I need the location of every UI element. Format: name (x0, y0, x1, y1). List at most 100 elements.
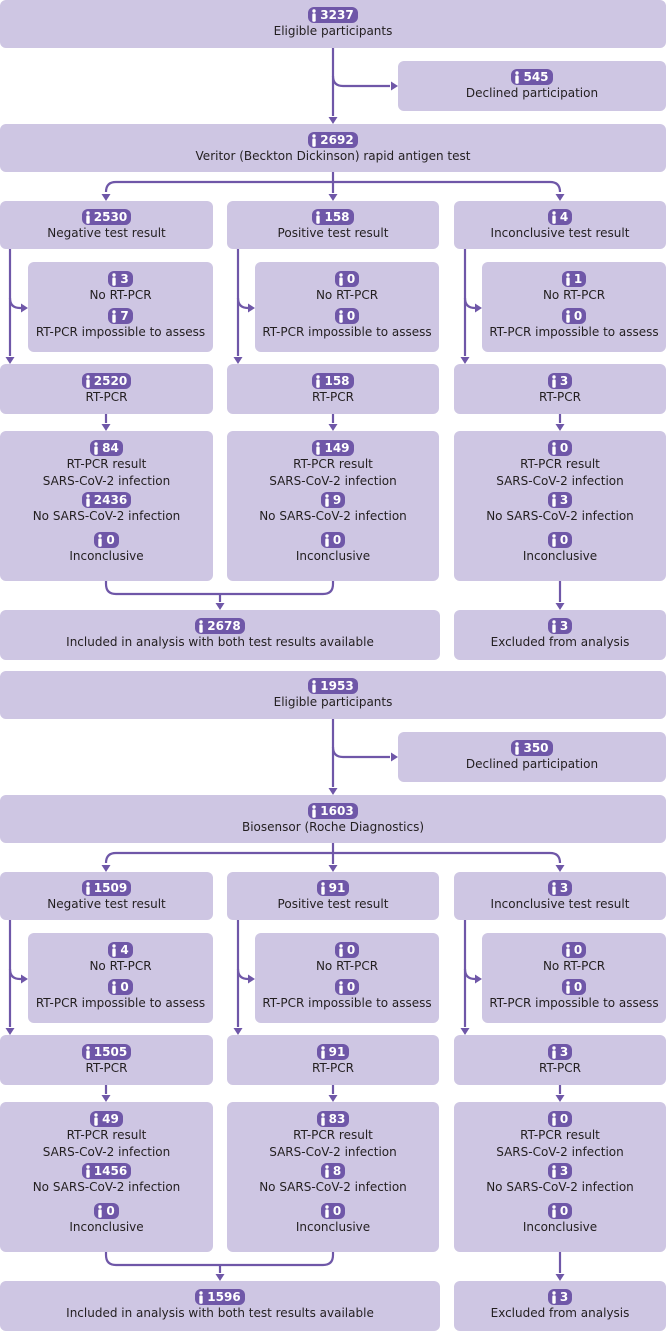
count-value: 4 (120, 943, 129, 957)
person-icon (566, 943, 570, 957)
positive-result-label: Positive test result (277, 226, 389, 240)
person-icon (552, 493, 556, 507)
count-value: 0 (346, 272, 356, 286)
rtpcr-result-label: RT-PCR result (520, 457, 600, 471)
person-icon (86, 493, 90, 507)
person-icon (112, 980, 117, 994)
inconclusive-count: 0 (547, 532, 573, 548)
count-value: 0 (559, 1204, 569, 1218)
connector-line (333, 851, 562, 864)
impossible-label: RT-PCR impossible to assess (35, 996, 206, 1010)
excluded-count: 3 (547, 618, 573, 634)
person-icon (94, 1112, 98, 1126)
arrow-head (460, 1028, 470, 1035)
connector-line (463, 968, 476, 981)
inconclusive-label: Inconclusive (295, 1220, 371, 1234)
person-icon (552, 881, 556, 895)
impossible-count: 0 (561, 979, 587, 995)
person-icon (552, 1290, 556, 1304)
no-rtpcr-count: 0 (561, 942, 587, 958)
person-icon (320, 1112, 325, 1126)
person-icon (325, 493, 329, 507)
impossible-count: 7 (108, 308, 133, 324)
connector-line (8, 968, 21, 981)
person-icon (94, 441, 98, 455)
sars-count: 84 (90, 440, 123, 456)
sars-count: 0 (547, 1111, 573, 1127)
person-icon (86, 1045, 90, 1059)
rtpcr-count: 158 (312, 373, 354, 389)
no-rtpcr-count: 0 (334, 271, 360, 287)
no-sars-count: 2436 (81, 492, 132, 508)
count-value: 49 (102, 1112, 119, 1126)
no-rtpcr-label: No RT-PCR (89, 288, 152, 302)
rtpcr-result-label: RT-PCR result (293, 457, 373, 471)
count-value: 0 (573, 309, 583, 323)
negative-result-label: Negative test result (47, 226, 166, 240)
no-rtpcr-count: 4 (108, 942, 133, 958)
connector-line (236, 297, 249, 310)
no-rtpcr-label: No RT-PCR (89, 959, 152, 973)
count-value: 0 (332, 533, 342, 547)
arrow-head (101, 865, 111, 872)
person-icon (566, 980, 570, 994)
included-label: Included in analysis with both test resu… (66, 635, 374, 649)
count-value: 0 (106, 1204, 115, 1218)
sars-count: 49 (90, 1111, 123, 1127)
count-value: 0 (573, 980, 583, 994)
count-value: 91 (328, 881, 346, 895)
count-value: 7 (120, 309, 129, 323)
person-icon (552, 619, 556, 633)
rtpcr-result-label: RT-PCR result (66, 1128, 147, 1142)
sars-label: SARS-CoV-2 infection (496, 474, 624, 488)
connector-line (331, 75, 390, 88)
arrow-head (555, 603, 565, 610)
count-value: 1953 (320, 679, 354, 693)
person-icon (312, 679, 316, 693)
rtpcr-count: 2520 (81, 373, 132, 389)
arrow-head (215, 603, 225, 610)
positive-count: 91 (316, 880, 350, 896)
connector-line (104, 1252, 335, 1267)
arrow-head (555, 865, 565, 872)
sars-label: SARS-CoV-2 infection (496, 1145, 624, 1159)
person-icon (98, 533, 103, 547)
rtpcr-label: RT-PCR (539, 390, 581, 404)
count-value: 545 (523, 70, 549, 84)
person-icon (112, 943, 117, 957)
count-value: 2520 (93, 374, 128, 388)
inconclusive-count: 4 (547, 209, 573, 225)
eligible-label: Eligible participants (273, 695, 393, 709)
inconclusive-count: 3 (547, 880, 573, 896)
arrow-head (101, 424, 111, 431)
eligible-label: Eligible participants (273, 24, 393, 38)
declined-label: Declined participation (465, 757, 599, 771)
rtpcr-result-label: RT-PCR result (293, 1128, 373, 1142)
sars-label: SARS-CoV-2 infection (42, 474, 171, 488)
arrow-head (233, 1028, 243, 1035)
impossible-count: 0 (561, 308, 587, 324)
impossible-label: RT-PCR impossible to assess (35, 325, 206, 339)
count-value: 2436 (93, 493, 128, 507)
person-icon (339, 309, 343, 323)
included-label: Included in analysis with both test resu… (66, 1306, 374, 1320)
person-icon (316, 210, 321, 224)
connector-line (104, 851, 333, 864)
count-value: 149 (324, 441, 350, 455)
person-icon (312, 133, 316, 147)
